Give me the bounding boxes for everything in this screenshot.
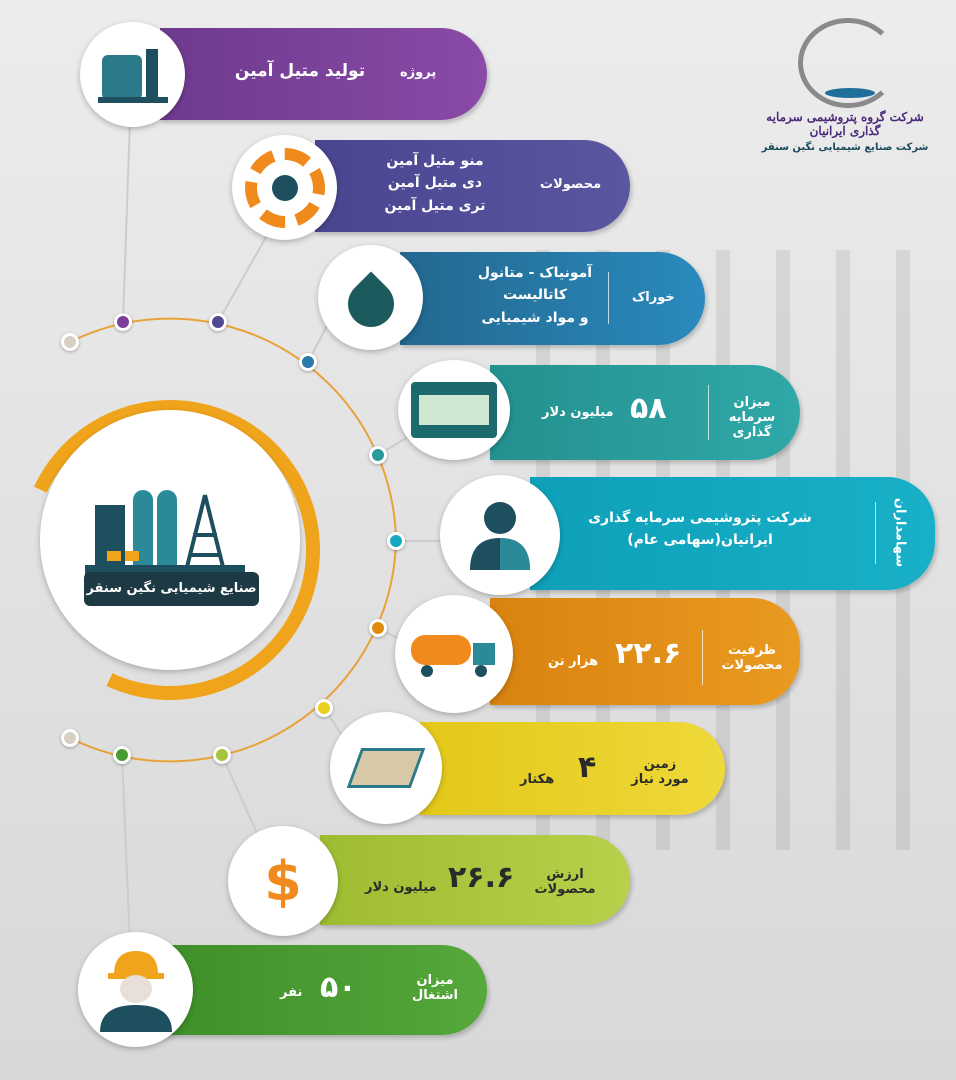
- employment-unit: نفر: [280, 985, 303, 1000]
- shareholders-icon-circle: [440, 475, 560, 595]
- money-case-icon: [411, 382, 497, 438]
- label-line: ارزش: [546, 867, 584, 882]
- feed-item: آمونیاک - متانول: [477, 265, 593, 281]
- logo-wave-icon: [825, 88, 875, 98]
- products-label: محصولات: [540, 177, 602, 192]
- label-line: زمین: [643, 757, 677, 772]
- employment-value: ۵۰: [320, 970, 357, 1005]
- project-icon-circle: [80, 22, 185, 127]
- timeline-dot-shareholders: [387, 532, 405, 550]
- land-unit: هکتار: [520, 772, 555, 787]
- label-line: محصولات: [534, 882, 596, 897]
- label-line: سرمایه گذاری: [728, 410, 776, 440]
- divider: [708, 385, 709, 440]
- products-icon-circle: [232, 135, 337, 240]
- timeline-dot-project: [114, 313, 132, 331]
- investment-value: ۵۸: [630, 391, 667, 426]
- divider: [608, 272, 609, 324]
- product-item: دی متیل آمین: [387, 175, 483, 192]
- employment-icon-circle: [78, 932, 193, 1047]
- timeline-dot: [61, 729, 79, 747]
- timeline-dot-investment: [369, 446, 387, 464]
- capacity-unit: هزار تن: [548, 654, 599, 669]
- project-label: پروژه: [400, 65, 437, 80]
- center-circle: صنایع شیمیایی نگین سنقر: [40, 410, 300, 670]
- timeline-dot-feed: [299, 353, 317, 371]
- value-icon-circle: $: [228, 826, 338, 936]
- group-name: شرکت گروه پتروشیمی سرمایه گذاری ایرانیان: [766, 110, 924, 138]
- label-line: محصولات: [721, 658, 783, 673]
- card-shareholders: شرکت پتروشیمی سرمایه گذاری ایرانیان(سهامی…: [530, 477, 935, 590]
- investment-icon-circle: [398, 360, 510, 460]
- card-feed: آمونیاک - متانول کاتالیست و مواد شیمیایی…: [400, 252, 705, 345]
- timeline-dot-land: [315, 699, 333, 717]
- feed-label: خوراک: [632, 290, 675, 305]
- product-item: منو متیل آمین: [386, 153, 484, 169]
- label-line: ظرفیت: [728, 643, 776, 658]
- shareholders-value: شرکت پتروشیمی سرمایه گذاری ایرانیان(سهامی…: [570, 507, 830, 552]
- feed-item: کاتالیست: [503, 287, 567, 304]
- shareholders-label: سهامداران: [892, 497, 908, 568]
- project-value: تولید متیل آمین: [234, 61, 366, 81]
- shareholder-line: شرکت پتروشیمی سرمایه گذاری: [588, 510, 812, 526]
- timeline-dot-employment: [113, 746, 131, 764]
- capacity-icon-circle: [395, 595, 513, 713]
- feed-list: آمونیاک - متانول کاتالیست و مواد شیمیایی: [450, 262, 620, 329]
- investment-unit: میلیون دلار: [542, 405, 614, 420]
- logo-swoosh-icon: [798, 18, 898, 108]
- label-line: مورد نیاز: [631, 772, 689, 787]
- factory-icon: [85, 490, 245, 577]
- card-products: منو متیل آمین دی متیل آمین تری متیل آمین…: [315, 140, 630, 232]
- company-name: شرکت صنایع شیمیایی نگین سنقر: [761, 142, 929, 153]
- person-icon: [470, 502, 530, 570]
- land-value: ۴: [578, 750, 597, 785]
- oil-drop-icon: [337, 270, 404, 337]
- label-line: میزان: [416, 973, 454, 988]
- tanker-truck-icon: [411, 635, 495, 677]
- construction-icon: [346, 748, 426, 788]
- timeline-dot: [61, 333, 79, 351]
- timeline-dot-capacity: [369, 619, 387, 637]
- shareholder-line: ایرانیان(سهامی عام): [627, 532, 773, 549]
- center-title: صنایع شیمیایی نگین سنقر: [84, 572, 259, 606]
- tanks-icon: [97, 48, 168, 103]
- divider: [702, 630, 703, 685]
- label-line: میزان: [733, 395, 771, 410]
- land-icon-circle: [330, 712, 442, 824]
- feed-item: و مواد شیمیایی: [481, 309, 589, 326]
- capacity-value: ۲۲.۶: [615, 636, 682, 671]
- product-item: تری متیل آمین: [384, 197, 486, 214]
- timeline-dot-value: [213, 746, 231, 764]
- logo: شرکت گروه پتروشیمی سرمایه گذاری ایرانیان…: [750, 18, 950, 163]
- worker-icon: [99, 951, 172, 1032]
- divider: [875, 502, 876, 564]
- timeline-dot-products: [209, 313, 227, 331]
- card-project: تولید متیل آمین پروژه: [160, 28, 487, 120]
- gear-icon: [244, 147, 325, 228]
- products-list: منو متیل آمین دی متیل آمین تری متیل آمین: [355, 150, 515, 217]
- feed-icon-circle: [318, 245, 423, 350]
- dollar-icon: $: [264, 849, 302, 913]
- value-value: ۲۶.۶: [448, 860, 515, 895]
- value-unit: میلیون دلار: [365, 880, 437, 895]
- label-line: اشتغال: [411, 988, 459, 1003]
